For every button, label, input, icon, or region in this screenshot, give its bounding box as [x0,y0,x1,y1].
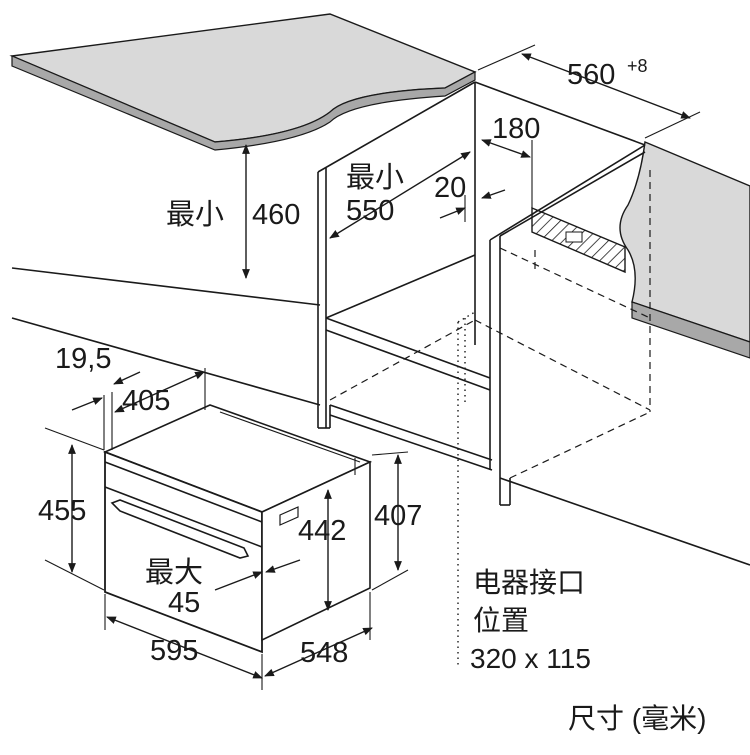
countertop-right [619,141,750,359]
dim-body-depth: 405 [122,385,170,417]
dim-rear-offset: 180 [492,113,540,145]
dim-body-width: 548 [300,637,348,669]
dim-min-height-label: 最小 [166,199,224,231]
dim-depth-clearance: 560 [567,59,615,91]
connection-note-line3: 320 x 115 [470,643,591,674]
hidden-lines [329,170,651,479]
connection-note: 电器接口 位置 320 x 115 [470,567,591,674]
dim-body-height: 442 [298,515,346,547]
connection-guides [457,311,476,665]
dim-min-width-label: 最小 [346,162,404,194]
ventilation-cutout [531,206,626,274]
connection-note-line2: 位置 [473,605,529,636]
countertop-left [9,13,477,151]
countertop-right-edge [631,301,750,359]
dimension-labels: 560 +8 180 20 最小 460 最小 550 19,5 405 455… [38,56,648,669]
countertop-right-surface [619,141,750,343]
dim-max-value: 45 [168,587,200,619]
oven-handle [110,499,250,559]
dim-min-width-value: 550 [346,195,394,227]
dim-gap: 20 [434,172,466,204]
dimension-lines [44,44,701,690]
dim-max-label: 最大 [145,556,203,589]
dim-front-height: 455 [38,495,86,527]
units-note: 尺寸 (毫米) [568,703,706,734]
countertop-edge [11,55,476,151]
countertop-surface [9,13,477,143]
dim-depth-tolerance: +8 [627,56,648,76]
connection-note-line1: 电器接口 [473,567,585,598]
dim-front-width: 595 [150,635,198,667]
dim-niche-height: 407 [374,500,422,532]
dim-min-height-value: 460 [252,199,300,231]
dim-panel: 19,5 [55,343,111,375]
oven [102,404,373,654]
